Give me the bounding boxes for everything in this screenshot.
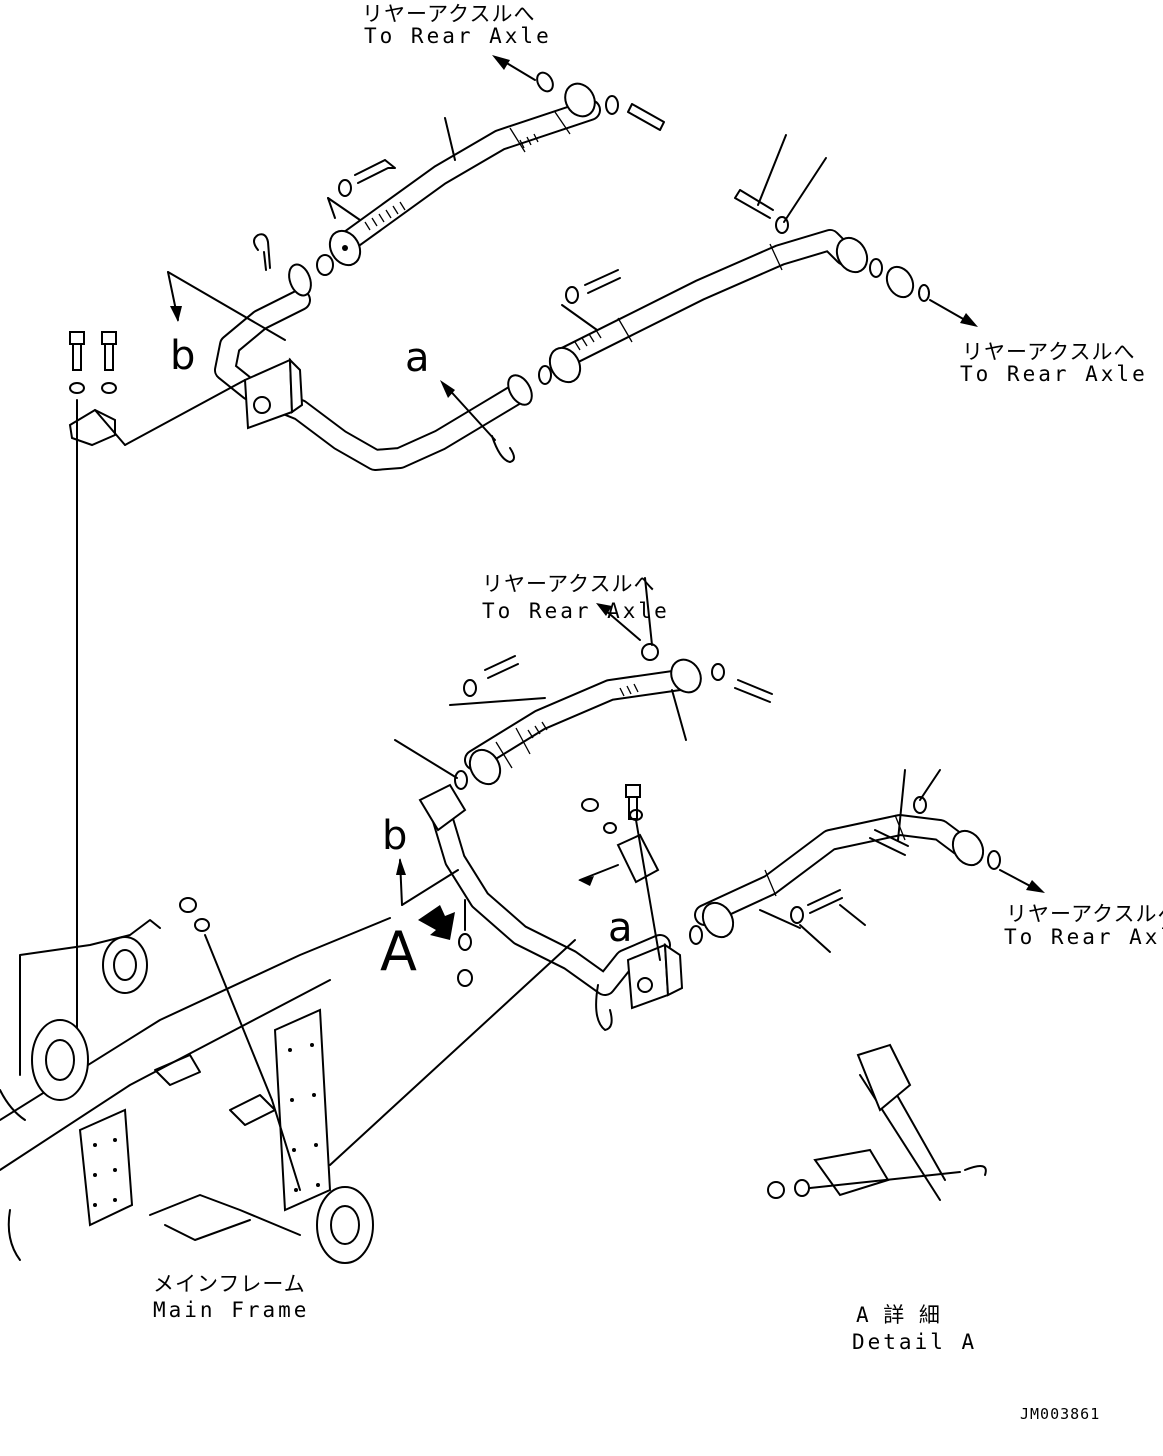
callout-b-lower: b [382, 813, 408, 859]
rear-axle-label-en-middle: To Rear Axle [482, 599, 670, 623]
main-frame-label-en: Main Frame [153, 1298, 310, 1322]
upper-pipe-assembly [68, 55, 978, 1066]
detail-a-label-en: Detail A [852, 1330, 978, 1354]
hatch-right-upper [574, 329, 602, 351]
main-frame-label-jp: メインフレーム [153, 1272, 306, 1296]
rear-axle-label-en-right-lower: To Rear Axle [1004, 925, 1163, 949]
rear-axle-label-jp-middle: リヤーアクスルへ [482, 572, 656, 596]
callout-b-upper: b [170, 333, 196, 379]
hatch-upper [364, 133, 539, 231]
rear-axle-label-jp-right-lower: リヤーアクスルへ [1006, 902, 1163, 926]
detail-a-drawing [767, 1043, 987, 1201]
hatch-lower [527, 683, 639, 739]
rear-axle-label-en-top: To Rear Axle [364, 24, 552, 48]
callout-a-upper: a [405, 335, 430, 381]
rivets [93, 1043, 320, 1207]
view-a-label: A [380, 920, 417, 983]
lower-pipe-assembly [394, 577, 1045, 1031]
main-frame [0, 897, 576, 1264]
rear-axle-label-en-right-upper: To Rear Axle [960, 362, 1148, 386]
rear-axle-label-jp-top: リヤーアクスルへ [362, 2, 536, 26]
detail-a-label-jp: A 詳 細 [856, 1303, 941, 1327]
drawing-code: JM003861 [1020, 1405, 1101, 1423]
callout-a-lower: a [608, 905, 633, 951]
rear-axle-label-jp-right-upper: リヤーアクスルへ [962, 340, 1136, 364]
